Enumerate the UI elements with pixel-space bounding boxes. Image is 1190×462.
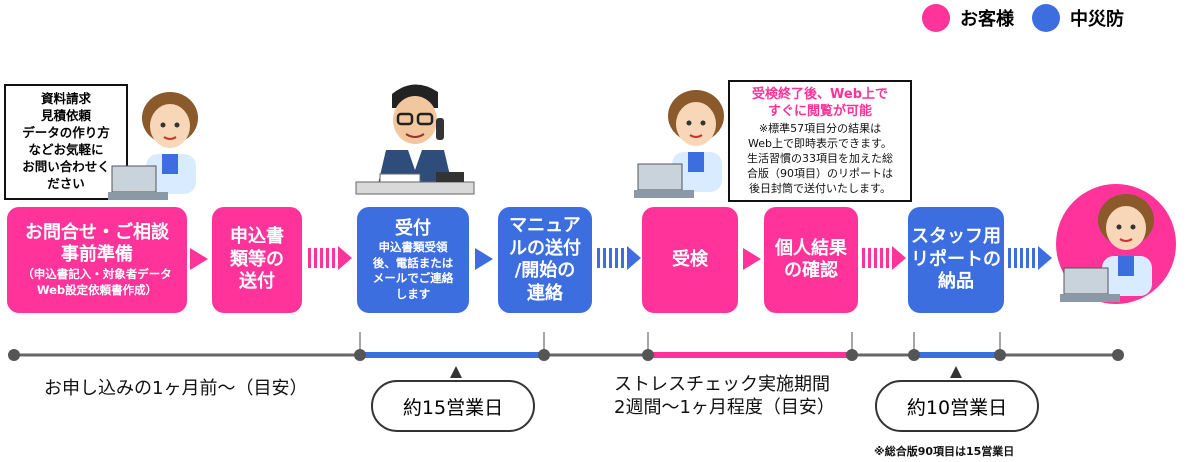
step-inquiry: お問合せ・ご相談 事前準備 （申込書記入・対象者データ Web設定依頼書作成） xyxy=(7,207,187,313)
callout-note: 生活習慣の33項目を加えた総 xyxy=(747,151,893,165)
step-title: 事前準備 xyxy=(61,244,133,266)
person-man-phone-icon xyxy=(355,84,475,195)
legend-provider-label: 中災防 xyxy=(1070,9,1124,30)
legend: お客様 中災防 xyxy=(922,4,1132,32)
step-title: 個人結果 xyxy=(775,237,847,259)
legend-customer-dot xyxy=(922,4,950,32)
step-title: お問合せ・ご相談 xyxy=(25,221,169,243)
step-reception: 受付 申込書類受領 後、電話または メールでご連絡 します xyxy=(357,207,469,313)
callout-note: 合版（90項目）のリポートは xyxy=(747,167,893,181)
stress-period-line: 2週間～1ヶ月程度（目安） xyxy=(614,396,835,418)
arrow-right-icon xyxy=(743,248,761,270)
callout-results: 受検終了後、Web上で すぐに閲覧が可能 ※標準57項目分の結果は Web上で即… xyxy=(728,80,912,202)
callout-line: データの作り方 xyxy=(22,125,110,141)
timeline xyxy=(8,332,1124,378)
step-staff-report: スタッフ用 リポートの 納品 xyxy=(908,207,1004,313)
step-sub: Web設定依頼書作成） xyxy=(36,282,158,297)
period-badge-10days: 約10営業日 xyxy=(875,380,1039,432)
step-title: 受付 xyxy=(395,217,431,239)
person-woman-laptop-icon xyxy=(634,90,724,198)
callout-line: 見積依頼 xyxy=(40,108,91,124)
step-title: 受検 xyxy=(672,248,708,270)
step-title: ルの送付 xyxy=(509,237,581,259)
footnote: ※総合版90項目は15営業日 xyxy=(874,445,1015,458)
step-title: 納品 xyxy=(938,271,974,293)
step-sub: 申込書類受領 xyxy=(378,240,448,255)
callout-line: などお気軽に xyxy=(28,142,104,157)
person-woman-laptop-icon xyxy=(1056,184,1176,304)
step-title: /開始の xyxy=(514,260,576,281)
step-title: リポートの xyxy=(911,248,1001,270)
callout-line: お問い合わせく xyxy=(22,158,110,174)
step-title: 類等の xyxy=(230,248,284,270)
callout-line: 資料請求 xyxy=(40,91,91,107)
callout-highlight: 受検終了後、Web上で xyxy=(752,86,888,102)
callout-note: Web上で即時表示できます。 xyxy=(748,136,892,150)
step-sub: 後、電話または xyxy=(372,255,454,270)
arrow-right-icon xyxy=(308,246,352,270)
step-title: マニュア xyxy=(509,215,581,236)
step-examination: 受検 xyxy=(642,207,738,313)
period-badge-15days: 約15営業日 xyxy=(371,380,535,432)
callout-inquiry: 資料請求 見積依頼 データの作り方 などお気軽に お問い合わせく ださい xyxy=(4,84,128,200)
callout-line: ださい xyxy=(47,175,85,191)
step-sub: （申込書記入・対象者データ xyxy=(22,266,172,281)
step-title: 連絡 xyxy=(527,282,563,304)
callout-note: ※標準57項目分の結果は xyxy=(758,121,882,135)
step-send-documents: 申込書 類等の 送付 xyxy=(212,207,302,313)
step-title: の確認 xyxy=(784,260,838,281)
arrow-right-icon xyxy=(862,246,906,270)
step-sub: します xyxy=(395,286,431,301)
arrow-right-icon xyxy=(1008,246,1052,270)
step-result-check: 個人結果 の確認 xyxy=(764,207,858,313)
stress-check-period-label: ストレスチェック実施期間 2週間～1ヶ月程度（目安） xyxy=(614,374,835,419)
lead-time-label: お申し込みの1ヶ月前～（目安） xyxy=(44,378,308,399)
legend-provider-dot xyxy=(1032,4,1060,32)
arrow-right-icon xyxy=(475,248,493,270)
step-sub: メールでご連絡 xyxy=(372,271,454,286)
stress-period-line: ストレスチェック実施期間 xyxy=(614,374,830,395)
arrow-right-icon xyxy=(190,248,208,270)
legend-customer-label: お客様 xyxy=(960,9,1014,30)
arrow-right-icon xyxy=(597,246,641,270)
step-manual-send: マニュア ルの送付 /開始の 連絡 xyxy=(498,207,592,313)
step-title: 送付 xyxy=(239,271,275,293)
step-title: スタッフ用 xyxy=(911,226,1001,248)
step-title: 申込書 xyxy=(230,226,284,248)
callout-note: 後日封筒で送付いたします。 xyxy=(749,182,891,196)
person-woman-laptop-icon xyxy=(108,92,198,200)
callout-highlight: すぐに閲覧が可能 xyxy=(767,104,872,120)
